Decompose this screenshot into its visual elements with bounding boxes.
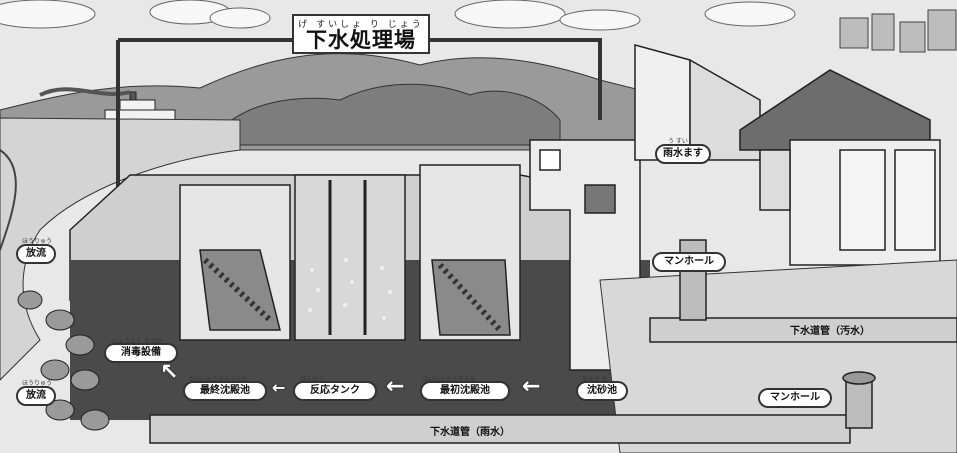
sewage-pipe-label: 下水道管（汚水）	[790, 326, 870, 337]
rain-pipe-label: 下水道管（雨水）	[430, 427, 510, 438]
manhole-lower-label: マンホール	[758, 388, 832, 408]
title-text: 下水処理場	[306, 28, 416, 52]
flow-arrow-3: ←	[522, 374, 541, 399]
disinfection-ruby: しょうどく せつび	[112, 338, 162, 345]
primary-tank-ruby: さいしょちんでんち	[422, 376, 476, 383]
final-tank-label: 最終沈殿池	[183, 381, 267, 401]
title-ruby: げ すいしょ り じょう	[298, 20, 424, 30]
discharge-lower-label: 放流	[16, 386, 56, 406]
primary-tank-label: 最初沈殿池	[420, 381, 510, 401]
reaction-tank-ruby: はんのう	[300, 376, 325, 383]
grit-chamber-ruby: ちんさ ち	[582, 376, 608, 383]
manhole-upper-label: マンホール	[652, 252, 726, 272]
grit-chamber-label: 沈砂池	[576, 381, 628, 401]
disinfection-label: 消毒設備	[104, 343, 178, 363]
flow-arrow-1: ←	[272, 378, 286, 397]
flow-arrow-2: ←	[386, 374, 405, 399]
discharge-upper-ruby: ほうりゅう	[22, 238, 53, 245]
flow-arrow-diagonal: ↖	[160, 360, 179, 385]
final-tank-ruby: さいしゅうちんでんち	[188, 376, 248, 383]
discharge-lower-ruby: ほうりゅう	[22, 380, 53, 387]
reaction-tank-label: 反応タンク	[293, 381, 377, 401]
discharge-upper-label: 放流	[16, 244, 56, 264]
rain-inlet-label: 雨水ます	[655, 144, 711, 164]
rain-inlet-ruby: う すい	[668, 138, 688, 145]
page-title: げ すいしょ り じょう 下水処理場	[292, 14, 430, 54]
